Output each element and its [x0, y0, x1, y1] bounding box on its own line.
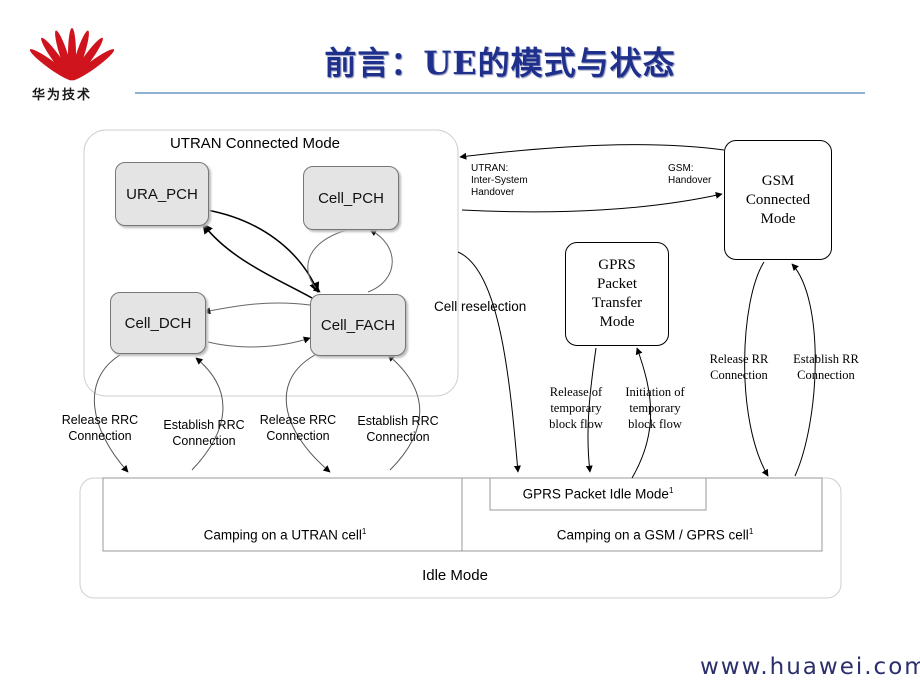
initiation-tbf-line-1: Initiation of [625, 385, 685, 399]
footnote-mark-3: 1 [748, 527, 754, 536]
release-tbf-line-3: block flow [549, 417, 603, 431]
establish-rrc-2-line-2: Connection [366, 430, 430, 444]
release-rrc-2-line-2: Connection [266, 429, 330, 443]
state-cell-dch: Cell_DCH [110, 292, 206, 354]
release-rrc-label-2: Release RRC Connection [250, 412, 346, 444]
gprs-box-line-3: Transfer [591, 295, 643, 311]
gsm-box-line-1: GSM [761, 172, 795, 189]
release-rr-line-1: Release RR [709, 352, 769, 366]
state-cell-fach: Cell_FACH [310, 294, 406, 356]
huawei-logo-icon [29, 28, 115, 81]
establish-rrc-1-line-2: Connection [172, 434, 236, 448]
gprs-packet-idle-label: GPRS Packet Idle Mode1 [492, 483, 704, 503]
state-cell-pch: Cell_PCH [303, 166, 399, 230]
gsm-handover-label: GSM: Handover [668, 163, 728, 187]
gprs-packet-idle-text: GPRS Packet Idle Mode [522, 486, 669, 502]
release-rrc-1-line-1: Release RRC [61, 413, 139, 427]
release-tbf-line-1: Release of [549, 385, 603, 399]
title-rule [135, 92, 865, 94]
release-rr-label: Release RR Connection [700, 351, 778, 383]
gsm-box-line-2: Connected [745, 191, 811, 208]
gprs-packet-transfer-box: GPRS Packet Transfer Mode [565, 242, 669, 346]
gprs-box-line-4: Mode [599, 314, 635, 330]
state-ura-pch-label: URA_PCH [126, 185, 198, 203]
state-cell-fach-label: Cell_FACH [320, 316, 396, 334]
state-cell-dch-label: Cell_DCH [124, 314, 192, 332]
establish-rr-line-2: Connection [797, 368, 855, 382]
footer-website: www.huawei.com [700, 654, 920, 680]
gprs-box-line-1: GPRS [598, 257, 636, 273]
camping-utran-label: Camping on a UTRAN cell1 [150, 524, 420, 544]
establish-rrc-label-2: Establish RRC Connection [350, 413, 446, 445]
gprs-box-line-2: Packet [597, 276, 637, 292]
page-title: 前言：UE的模式与状态 [324, 44, 676, 82]
establish-rr-line-1: Establish RR [793, 352, 859, 366]
gsm-box-line-3: Mode [760, 210, 796, 227]
release-tbf-label: Release of temporary block flow [540, 384, 612, 432]
gsm-handover-line-2: Handover [668, 175, 712, 186]
idle-mode-label: Idle Mode [422, 567, 488, 584]
gsm-handover-line-1: GSM: [668, 163, 694, 174]
utran-handover-line-2: Inter-System [471, 175, 528, 186]
huawei-logo [29, 22, 115, 82]
utran-handover-line-3: Handover [471, 187, 515, 198]
establish-rrc-2-line-1: Establish RRC [357, 414, 439, 428]
establish-rrc-1-line-1: Establish RRC [163, 418, 245, 432]
state-ura-pch: URA_PCH [115, 162, 209, 226]
utran-handover-label: UTRAN: Inter-System Handover [471, 163, 561, 199]
camping-gsm-text: Camping on a GSM / GPRS cell [556, 527, 749, 543]
establish-rrc-label-1: Establish RRC Connection [156, 417, 252, 449]
cell-reselection-label: Cell reselection [434, 299, 527, 314]
initiation-tbf-line-2: temporary [629, 401, 681, 415]
camping-gsm-label: Camping on a GSM / GPRS cell1 [500, 524, 810, 544]
release-rrc-1-line-2: Connection [68, 429, 132, 443]
gsm-connected-mode-box: GSM Connected Mode [724, 140, 832, 260]
release-rrc-label-1: Release RRC Connection [52, 412, 148, 444]
utran-handover-line-1: UTRAN: [471, 163, 509, 174]
utran-connected-mode-label: UTRAN Connected Mode [169, 135, 341, 152]
footnote-mark-2: 1 [361, 527, 367, 536]
state-cell-pch-label: Cell_PCH [318, 189, 384, 207]
camping-utran-text: Camping on a UTRAN cell [203, 527, 362, 543]
initiation-tbf-line-3: block flow [628, 417, 682, 431]
release-rrc-2-line-1: Release RRC [259, 413, 337, 427]
release-rr-line-2: Connection [710, 368, 768, 382]
release-tbf-line-2: temporary [550, 401, 602, 415]
logo-text: 华为技术 [32, 88, 93, 103]
establish-rr-label: Establish RR Connection [786, 351, 866, 383]
footnote-mark-1: 1 [668, 486, 674, 495]
initiation-tbf-label: Initiation of temporary block flow [616, 384, 694, 432]
